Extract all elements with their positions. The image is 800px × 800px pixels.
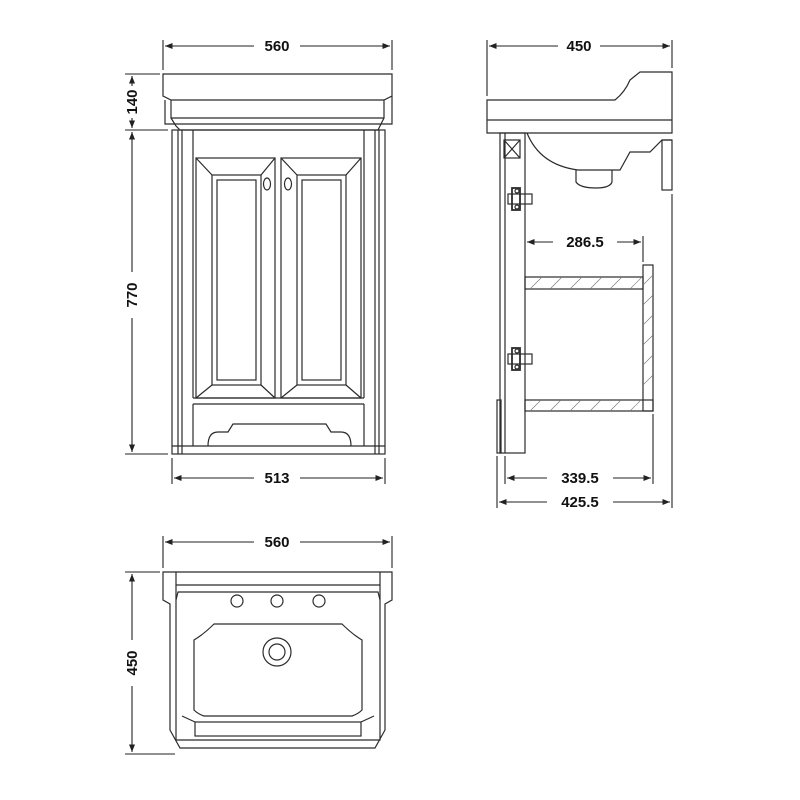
cabinet-depth-label: 339.5 — [561, 470, 599, 487]
front-cabinet — [171, 129, 386, 455]
basin-bowl — [193, 623, 363, 717]
cabinet-depth-dimension: 339.5 — [504, 414, 654, 487]
top-depth-label: 450 — [124, 650, 141, 675]
drawer-depth-label: 286.5 — [566, 234, 604, 251]
lower-hinge-icon — [507, 347, 533, 371]
side-cabinet — [496, 132, 526, 454]
top-width-label: 560 — [264, 534, 289, 551]
drain-icon — [262, 637, 292, 667]
side-view: 450 286.5 339.5 425.5 — [486, 38, 673, 511]
front-plinth-width-dimension: 513 — [171, 458, 386, 487]
front-width-dimension: 560 — [162, 38, 393, 70]
side-depth-dimension: 450 — [486, 38, 673, 96]
top-basin-outline — [162, 571, 393, 749]
front-plinth-width-label: 513 — [264, 470, 289, 487]
front-basin — [162, 73, 393, 131]
front-basin-height-label: 140 — [124, 89, 141, 114]
front-basin-height-dimension: 140 — [124, 73, 168, 131]
front-view: 560 140 770 513 — [124, 38, 393, 487]
top-depth-dimension: 450 — [124, 571, 175, 755]
front-left-door — [195, 157, 276, 399]
front-cabinet-height-dimension: 770 — [124, 132, 168, 455]
front-right-door — [280, 157, 362, 399]
top-view: 560 450 — [124, 534, 393, 755]
upper-hinge-icon — [507, 187, 533, 211]
drawer-depth-dimension: 286.5 — [527, 234, 644, 262]
top-width-dimension: 560 — [162, 534, 393, 568]
overall-depth-label: 425.5 — [561, 494, 599, 511]
side-depth-label: 450 — [566, 38, 591, 55]
tap-holes — [230, 594, 326, 608]
side-basin — [486, 71, 673, 191]
front-width-label: 560 — [264, 38, 289, 55]
front-plinth — [192, 397, 365, 447]
front-cabinet-height-label: 770 — [124, 282, 141, 307]
side-drawer — [524, 264, 654, 412]
overall-depth-dimension: 425.5 — [496, 194, 673, 511]
